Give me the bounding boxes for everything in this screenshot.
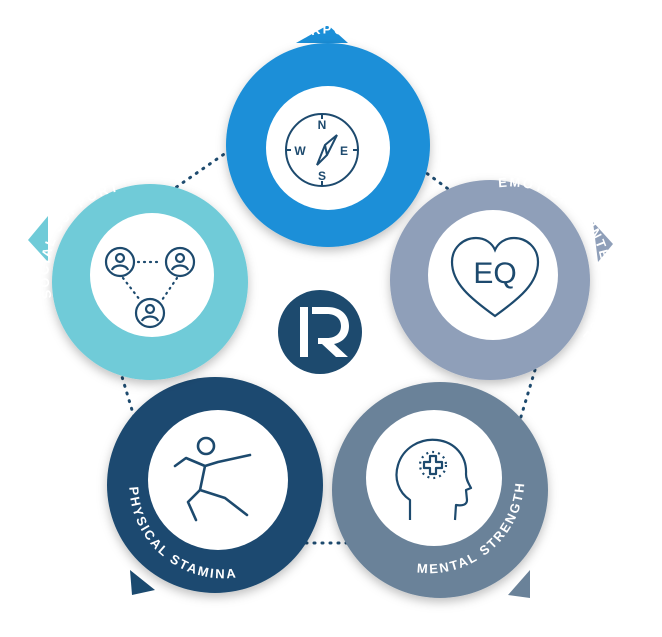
svg-text:S: S [318,169,326,183]
triangle-bottom-left [130,570,155,595]
people-network-icon [104,246,196,329]
svg-text:EQ: EQ [473,257,516,290]
pillar-physical-stamina: PHYSICAL STAMINA [107,377,323,593]
pillar-mental-strength: MENTAL STRENGTH [332,382,548,598]
pillar-purpose: PURPOSE N E S W [226,21,430,247]
triangle-top [296,25,348,43]
compass-icon: N E S W [285,113,359,187]
head-medical-cross-icon [395,438,473,521]
logo-circle [278,290,362,374]
pillar-emotional-intelligence: EMOTIONAL INTELLIGENCE EQ [390,174,613,380]
corner-triangles [28,25,613,598]
heart-eq-icon: EQ [450,236,540,318]
triangle-left [28,216,48,262]
runner-icon [173,436,252,522]
social-support-inner-circle [90,213,214,337]
pillar-social-support: SOCIAL SUPPORT [36,179,248,380]
triangle-bottom-right [508,570,530,598]
physical-stamina-inner-circle [148,410,288,550]
center-logo [278,290,362,374]
connector-ei-ms [518,368,537,422]
svg-text:E: E [340,144,348,158]
logo-r-mark [300,307,349,357]
triangle-right [593,222,613,262]
svg-text:W: W [294,144,306,158]
connector-ss-ps [118,368,137,422]
svg-text:N: N [318,118,327,132]
